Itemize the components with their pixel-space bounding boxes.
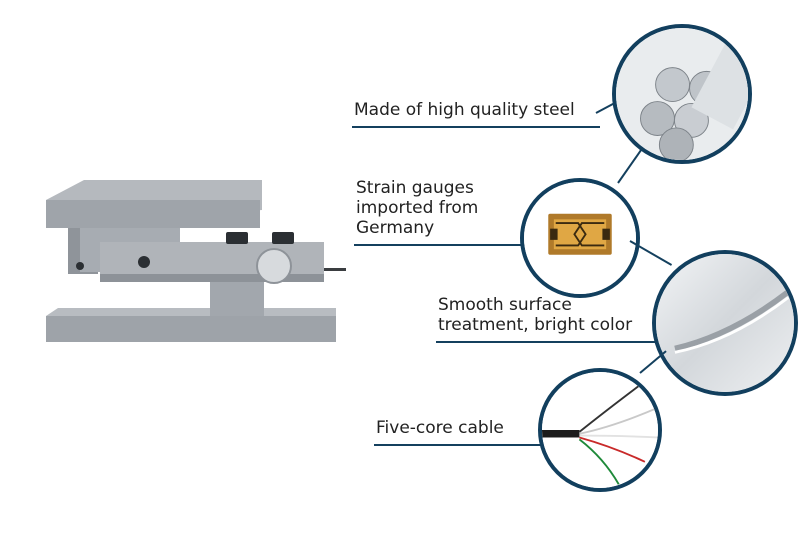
connector-1-2 — [617, 149, 642, 184]
callout-line-strain-gauge — [354, 244, 526, 246]
strain-gauge-photo — [520, 178, 640, 298]
steel-rods-photo — [612, 24, 752, 164]
load-cell-module-image — [46, 180, 346, 342]
feature-label-surface-2: treatment, bright color — [438, 315, 633, 335]
feature-label-strain-gauge-3: Germany — [356, 218, 435, 238]
feature-label-strain-gauge-2: imported from — [356, 198, 479, 218]
feature-label-surface-1: Smooth surface — [438, 295, 572, 315]
callout-line-steel — [352, 126, 600, 128]
polished-surface-photo — [652, 250, 798, 396]
feature-label-cable: Five-core cable — [376, 418, 504, 438]
feature-label-strain-gauge-1: Strain gauges — [356, 178, 474, 198]
feature-label-steel: Made of high quality steel — [354, 100, 575, 120]
cable-wires-photo — [538, 368, 662, 492]
callout-line-cable — [374, 444, 546, 446]
callout-line-surface — [436, 341, 658, 343]
